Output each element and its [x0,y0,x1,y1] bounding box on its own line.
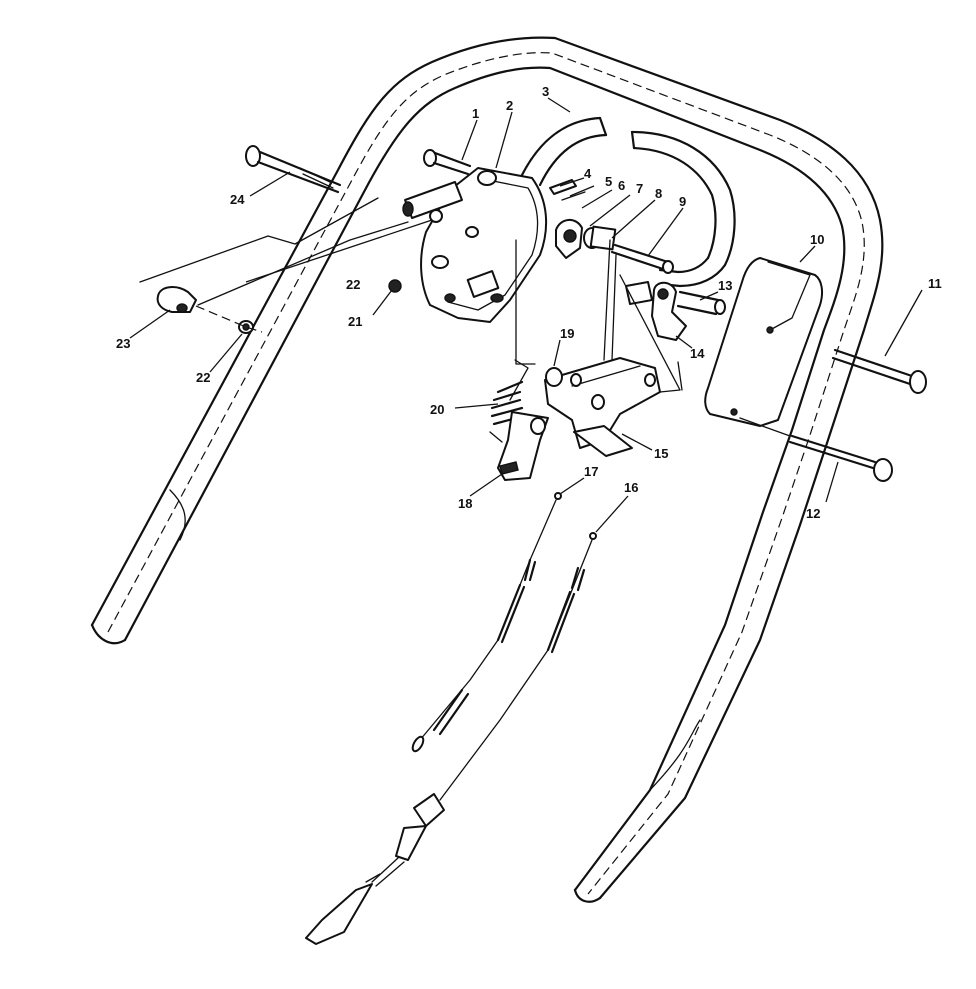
nut-21 [388,279,402,293]
bolt-long-left [245,145,342,194]
label-part-14: 14 [690,346,705,361]
label-part-16: 16 [624,480,638,495]
part-labels: 1 2 3 4 5 6 7 8 9 10 11 12 13 14 15 16 1… [116,84,942,521]
label-part-8: 8 [655,186,662,201]
knob-23 [156,286,197,313]
small-parts-4-9 [549,179,674,274]
assembly-lines-center [515,239,791,437]
pivot-arm-14 [625,281,726,341]
nut-22-lower [238,320,254,334]
label-part-12: 12 [806,506,820,521]
callout-leaders [129,97,923,533]
label-part-13: 13 [718,278,732,293]
label-part-18: 18 [458,496,472,511]
label-part-5: 5 [605,174,612,189]
label-part-20: 20 [430,402,444,417]
label-part-22-lower: 22 [196,370,210,385]
label-part-10: 10 [810,232,824,247]
cable-16 [305,532,597,945]
label-part-4: 4 [584,166,592,181]
bolt-short [423,149,472,176]
handle-tube [90,36,884,903]
bolt-12 [788,434,893,482]
label-part-3: 3 [542,84,549,99]
label-part-17: 17 [584,464,598,479]
label-part-7: 7 [636,181,643,196]
label-part-23: 23 [116,336,130,351]
housing-cover-right [704,257,824,427]
label-part-15: 15 [654,446,668,461]
label-part-19: 19 [560,326,574,341]
label-part-24: 24 [230,192,245,207]
assembly-lines-left [139,197,409,333]
label-part-6: 6 [618,178,625,193]
label-part-22-upper: 22 [346,277,360,292]
latch-18 [497,411,549,481]
label-part-1: 1 [472,106,479,121]
cable-17 [411,492,562,753]
label-part-2: 2 [506,98,513,113]
housing-left [420,167,548,323]
spacer-upper [402,181,463,223]
label-part-9: 9 [679,194,686,209]
bracket-15 [544,357,661,457]
label-part-21: 21 [348,314,362,329]
washer-19 [545,367,563,387]
bolt-11 [831,348,927,394]
control-bail [520,116,736,288]
label-part-11: 11 [928,276,942,291]
